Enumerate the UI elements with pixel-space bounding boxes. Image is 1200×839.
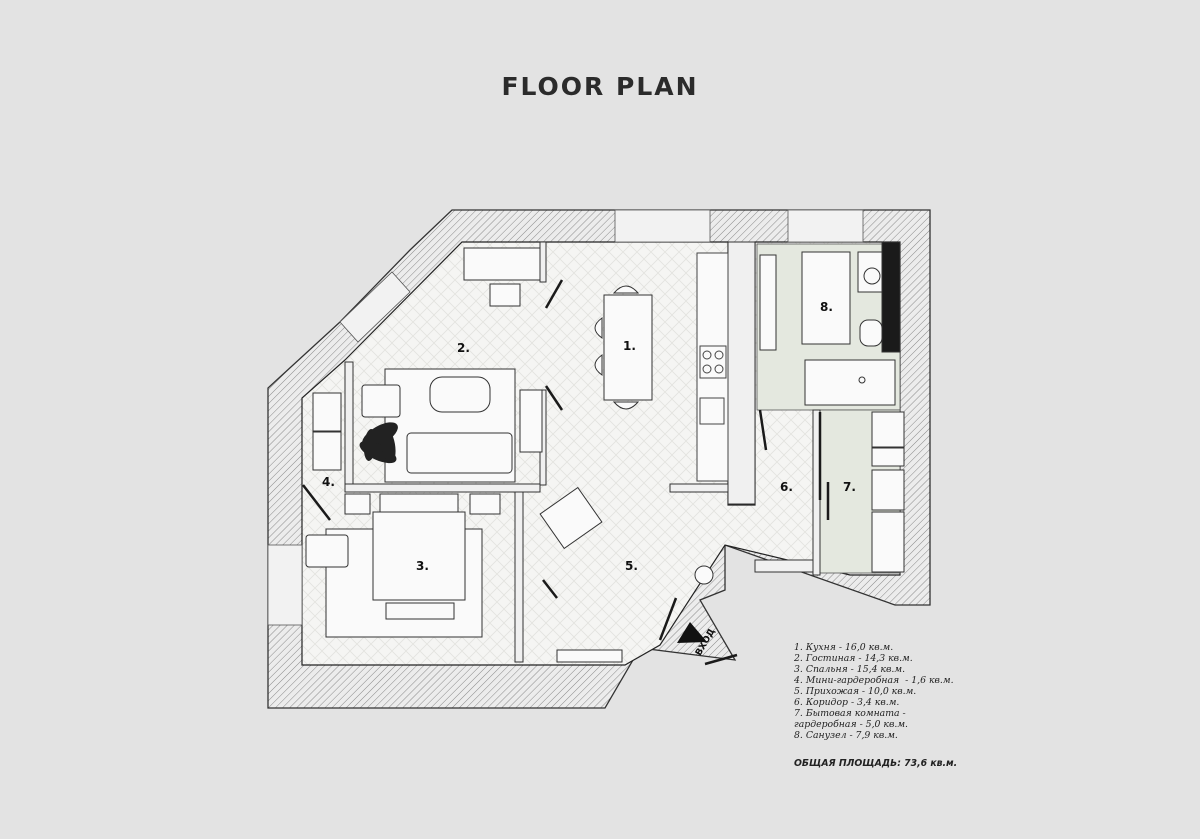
windows <box>267 209 864 626</box>
utility-fixtures <box>871 411 905 573</box>
legend-item: 1. Кухня - 16,0 кв.м. <box>794 642 894 653</box>
plant-icon <box>359 422 398 464</box>
room-label-2: 2. <box>457 341 470 355</box>
bathroom-fixtures <box>759 241 901 406</box>
legend-item: 4. Мини-гардеробная - 1,6 кв.м. <box>794 675 954 686</box>
room-label-1: 1. <box>623 339 636 353</box>
room-label-5: 5. <box>625 559 638 573</box>
dining-set <box>594 285 653 410</box>
wardrobe-racks <box>312 392 342 471</box>
legend-item: 7. Бытовая комната - <box>794 708 906 719</box>
legend-item: 2. Гостиная - 14,3 кв.м. <box>794 653 913 664</box>
entry-arrow-icon <box>677 622 707 643</box>
room-label-7: 7. <box>843 480 856 494</box>
page-title: FLOOR PLAN <box>501 72 699 101</box>
legend-item: 8. Санузел - 7,9 кв.м. <box>794 730 898 741</box>
total-area: ОБЩАЯ ПЛОЩАДЬ: 73,6 кв.м. <box>794 758 958 769</box>
bedroom-furniture <box>305 486 603 638</box>
legend-item: 6. Коридор - 3,4 кв.м. <box>794 697 900 708</box>
living-room-furniture <box>361 247 543 483</box>
room-label-8: 8. <box>820 300 833 314</box>
legend-item: 5. Прихожая - 10,0 кв.м. <box>794 686 917 697</box>
room-label-3: 3. <box>416 559 429 573</box>
room-label-4: 4. <box>322 475 335 489</box>
interior-walls <box>344 241 821 663</box>
kitchen-counter <box>696 252 729 482</box>
legend-item: гардеробная - 5,0 кв.м. <box>794 719 909 730</box>
doors <box>302 279 830 666</box>
room-label-6: 6. <box>780 480 793 494</box>
legend-item: 3. Спальня - 15,4 кв.м. <box>794 664 906 675</box>
hallway-items <box>556 565 714 663</box>
area-legend: 1. Кухня - 16,0 кв.м. 2. Гостиная - 14,3… <box>794 642 954 741</box>
